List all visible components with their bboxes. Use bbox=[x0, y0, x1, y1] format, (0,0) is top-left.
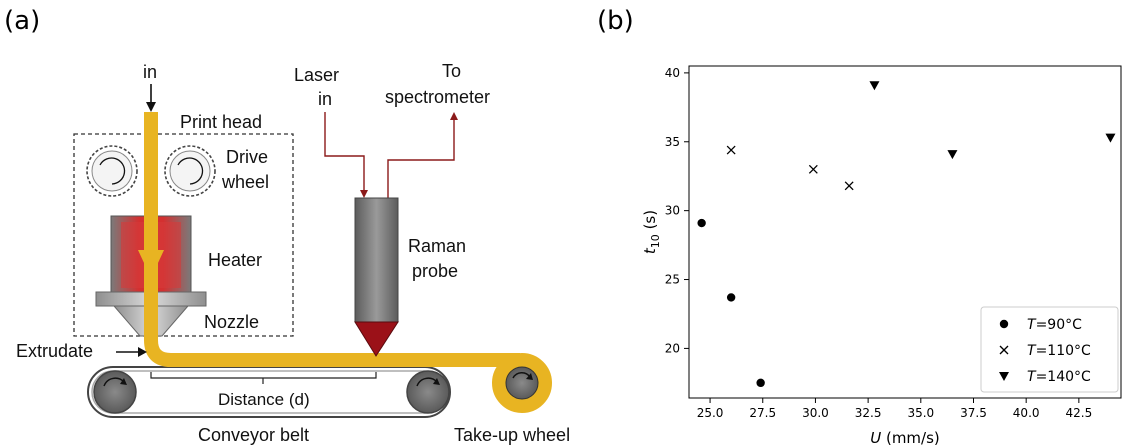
data-point bbox=[947, 150, 958, 160]
label-to: To bbox=[442, 61, 461, 81]
data-point bbox=[697, 218, 706, 228]
label-in: in bbox=[143, 62, 157, 82]
take-up-wheel bbox=[492, 353, 552, 413]
label-conveyor-belt: Conveyor belt bbox=[198, 425, 309, 445]
data-point bbox=[808, 164, 818, 174]
x-axis-label: U (mm/s) bbox=[870, 429, 940, 447]
conveyor-belt bbox=[87, 366, 451, 418]
laser-path bbox=[324, 112, 458, 198]
y-tick-label: 40 bbox=[665, 66, 680, 80]
filament bbox=[144, 112, 520, 367]
legend-marker bbox=[999, 345, 1009, 355]
label-print-head: Print head bbox=[180, 112, 262, 132]
x-tick-label: 40.0 bbox=[1013, 406, 1040, 420]
plot-frame bbox=[688, 65, 1122, 399]
y-tick-label: 25 bbox=[665, 273, 680, 287]
y-tick-label: 35 bbox=[665, 135, 680, 149]
legend-marker bbox=[999, 319, 1009, 329]
label-laser-in: in bbox=[318, 89, 332, 109]
label-raman: Raman bbox=[408, 236, 466, 256]
y-tick-label: 30 bbox=[665, 204, 680, 218]
label-wheel: wheel bbox=[221, 172, 269, 192]
drive-wheels bbox=[86, 145, 216, 197]
x-tick-label: 35.0 bbox=[907, 406, 934, 420]
y-tick-label: 20 bbox=[665, 341, 680, 355]
label-laser: Laser bbox=[294, 65, 339, 85]
x-tick-label: 37.5 bbox=[960, 406, 987, 420]
label-nozzle: Nozzle bbox=[204, 312, 259, 332]
x-tick-label: 27.5 bbox=[749, 406, 776, 420]
legend: T=90°C T=110°C T=140°C bbox=[980, 306, 1119, 393]
data-point bbox=[726, 293, 736, 302]
label-heater: Heater bbox=[208, 250, 262, 270]
data-point bbox=[726, 145, 736, 155]
panel-label-b: (b) bbox=[597, 6, 634, 36]
legend-marker bbox=[999, 372, 1009, 381]
legend-label: T=90°C bbox=[1027, 317, 1082, 333]
scatter-chart: 25.0 27.5 30.0 32.5 35.0 37.5 40.0 42.5 20 25 30 35… bbox=[641, 65, 1122, 447]
label-take-up-wheel: Take-up wheel bbox=[454, 425, 570, 445]
data-point bbox=[1105, 133, 1116, 143]
raman-probe bbox=[354, 197, 399, 357]
x-tick-label: 42.5 bbox=[1065, 406, 1092, 420]
x-tick-label: 25.0 bbox=[697, 406, 724, 420]
data-point bbox=[869, 81, 880, 91]
data-point bbox=[844, 181, 854, 191]
label-probe: probe bbox=[412, 261, 458, 281]
distance-bracket bbox=[150, 372, 377, 384]
y-axis-label: t10 (s) bbox=[641, 210, 662, 254]
legend-label: T=110°C bbox=[1027, 343, 1091, 359]
panel-label-a: (a) bbox=[4, 6, 41, 36]
data-point bbox=[756, 378, 765, 388]
x-tick-label: 30.0 bbox=[802, 406, 829, 420]
x-tick-label: 32.5 bbox=[855, 406, 882, 420]
legend-label: T=140°C bbox=[1027, 369, 1091, 385]
label-spectrometer: spectrometer bbox=[385, 87, 490, 107]
label-extrudate: Extrudate bbox=[16, 341, 93, 361]
printer-schematic: in Print head Drive wheel Heater Nozzle … bbox=[16, 61, 570, 445]
label-drive: Drive bbox=[226, 147, 268, 167]
label-distance: Distance (d) bbox=[218, 390, 310, 409]
